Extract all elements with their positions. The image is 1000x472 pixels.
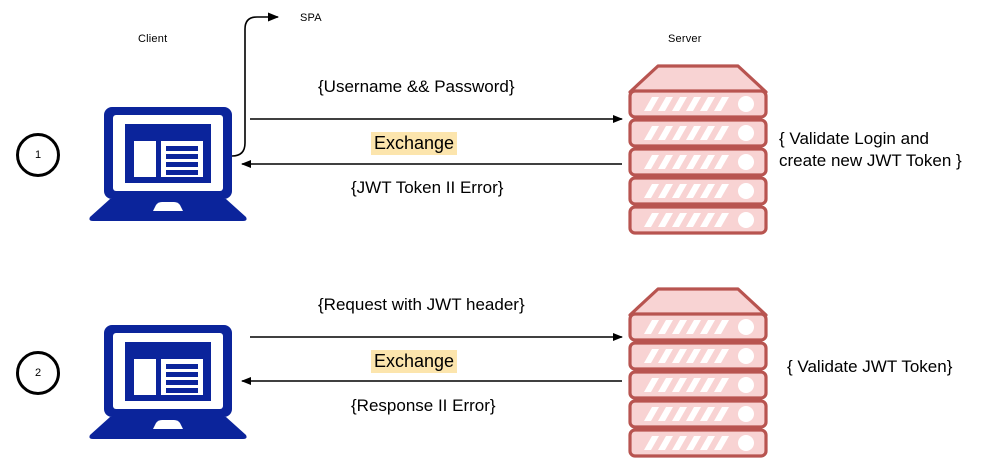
step-badge-1-label: 1 xyxy=(34,149,42,161)
step2-exchange-badge: Exchange xyxy=(371,350,458,373)
spa-label: SPA xyxy=(300,12,322,24)
step1-exchange-badge: Exchange xyxy=(371,132,458,155)
step-badge-2: 2 xyxy=(16,351,60,395)
client-laptop-icon-1 xyxy=(84,105,252,223)
server-label-1: Server xyxy=(668,33,702,45)
step1-response-label: {JWT Token II Error} xyxy=(351,178,504,197)
client-laptop-icon-2 xyxy=(84,323,252,441)
step2-request-label: {Request with JWT header} xyxy=(318,295,525,314)
step2-server-note: { Validate JWT Token} xyxy=(787,357,953,376)
server-stack-icon-1 xyxy=(622,62,774,237)
step-badge-2-label: 2 xyxy=(34,367,42,379)
client-label: Client xyxy=(138,33,168,45)
step-badge-1: 1 xyxy=(16,133,60,177)
server-stack-icon-2 xyxy=(622,285,774,460)
step2-response-label: {Response II Error} xyxy=(351,396,496,415)
step1-server-note: { Validate Login and create new JWT Toke… xyxy=(779,129,962,170)
step1-request-label: {Username && Password} xyxy=(318,77,515,96)
